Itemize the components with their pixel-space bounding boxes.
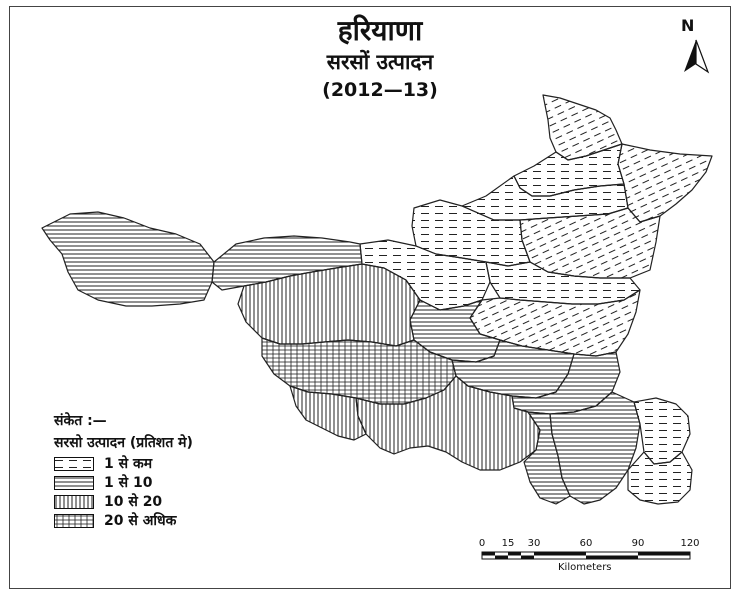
legend-subheading: सरसो उत्पादन (प्रतिशत मे) — [54, 435, 193, 451]
legend-item-label: 1 से 10 — [104, 475, 153, 491]
legend: संकेत :— सरसो उत्पादन (प्रतिशत मे) 1 से … — [54, 410, 193, 530]
district-palwal — [627, 451, 693, 505]
district-rewari — [523, 411, 571, 505]
scale-tick: 120 — [680, 538, 700, 549]
vertical-lines-swatch-icon — [54, 494, 94, 509]
scale-bar-graphic — [481, 551, 691, 560]
legend-item-label: 20 से अधिक — [104, 513, 177, 529]
legend-item-label: 10 से 20 — [104, 494, 163, 510]
legend-item: 1 से कम — [54, 454, 193, 473]
legend-item: 20 से अधिक — [54, 511, 193, 530]
district-charkhi — [289, 385, 367, 441]
legend-item: 10 से 20 — [54, 492, 193, 511]
scale-tick: 60 — [579, 538, 593, 549]
north-arrow-icon — [684, 39, 710, 74]
map-period: (2012—13) — [322, 79, 438, 101]
legend-item-label: 1 से कम — [104, 456, 153, 472]
north-label: N — [681, 16, 695, 35]
scale-bar: 0 15 30 60 90 120 Kilometers — [470, 538, 720, 578]
scale-unit: Kilometers — [558, 562, 612, 573]
dashes-swatch-icon — [54, 456, 94, 471]
map-subtitle: सरसों उत्पादन — [326, 50, 434, 74]
map-title: हरियाणा — [337, 14, 423, 47]
legend-item: 1 से 10 — [54, 473, 193, 492]
scale-tick: 30 — [527, 538, 541, 549]
district-sirsa — [41, 211, 215, 307]
map-title-block: हरियाणा सरसों उत्पादन (2012—13) — [280, 14, 480, 104]
horizontal-lines-swatch-icon — [54, 475, 94, 490]
scale-tick: 15 — [501, 538, 515, 549]
grid-swatch-icon — [54, 513, 94, 528]
district-yamunanagar — [617, 143, 713, 223]
scale-tick: 0 — [478, 538, 486, 549]
scale-tick: 90 — [631, 538, 645, 549]
legend-heading: संकेत :— — [54, 413, 107, 429]
